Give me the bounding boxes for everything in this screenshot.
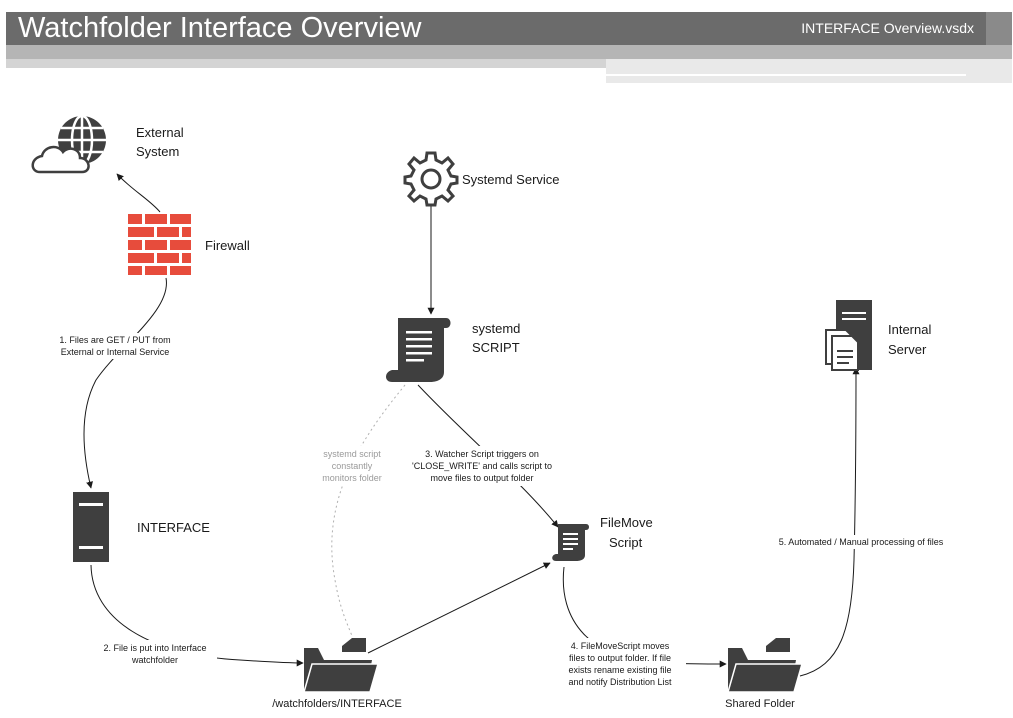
header-sub-band-lighter (606, 59, 1012, 83)
systemd-script-label-line2: SCRIPT (472, 340, 520, 355)
step2-line1: 2. File is put into Interface (103, 643, 206, 653)
firewall-label: Firewall (205, 238, 250, 253)
connector-script-monitors-watchfolder (331, 384, 406, 637)
header-accent-strip (986, 12, 1012, 45)
server-tower-icon (73, 492, 109, 562)
interface-label: INTERFACE (137, 520, 210, 535)
filemove-script-label-line2: Script (609, 535, 643, 550)
monitor-label: systemd script constantly monitors folde… (314, 446, 390, 486)
connector-firewall-to-interface (83, 277, 167, 489)
header-sub-band (6, 45, 1012, 59)
step4-line2: files to output folder. If file (569, 653, 671, 663)
connector-watchfolder-to-filemove (367, 562, 551, 654)
monitor-line2: constantly (332, 461, 373, 471)
connector-shared-to-internal (799, 367, 860, 677)
header-band (6, 12, 1012, 45)
external-system-label-line1: External (136, 125, 184, 140)
step1-label: 1. Files are GET / PUT from External or … (52, 333, 180, 359)
header-rule (606, 74, 966, 76)
filemove-script-label-line1: FileMove (600, 515, 653, 530)
external-system-label-line2: System (136, 144, 179, 159)
watchfolder-label: /watchfolders/INTERFACE (272, 698, 402, 710)
shared-folder-label: Shared Folder (725, 698, 795, 710)
connector-firewall-to-external (116, 173, 161, 213)
brick-firewall-icon (128, 214, 191, 275)
scroll-icon (386, 318, 451, 382)
step1-line2: External or Internal Service (61, 347, 170, 357)
step2-label: 2. File is put into Interface watchfolde… (95, 640, 217, 666)
monitor-line1: systemd script (323, 449, 381, 459)
page-title: Watchfolder Interface Overview (18, 12, 422, 44)
step4-line4: and notify Distribution List (568, 677, 672, 687)
file-name: INTERFACE Overview.vsdx (801, 20, 974, 36)
folder-icon (303, 638, 379, 693)
step1-line1: 1. Files are GET / PUT from (59, 335, 170, 345)
scroll-icon (552, 524, 589, 561)
internal-server-label-line1: Internal (888, 322, 931, 337)
monitor-line3: monitors folder (322, 473, 382, 483)
folder-icon (727, 638, 803, 693)
step4-line3: exists rename existing file (568, 665, 671, 675)
step3-label: 3. Watcher Script triggers on 'CLOSE_WRI… (404, 446, 562, 486)
systemd-script-label-line1: systemd (472, 321, 520, 336)
step3-line1: 3. Watcher Script triggers on (425, 449, 539, 459)
server-documents-icon (825, 300, 872, 371)
step4-label: 4. FileMoveScript moves files to output … (556, 638, 686, 690)
globe-cloud-icon (31, 114, 106, 174)
gear-icon (403, 151, 459, 207)
step3-line2: 'CLOSE_WRITE' and calls script to (412, 461, 552, 471)
step5-text: 5. Automated / Manual processing of file… (779, 537, 944, 547)
step3-line3: move files to output folder (430, 473, 533, 483)
header-sub-band-light (6, 59, 606, 68)
internal-server-label-line2: Server (888, 342, 927, 357)
step4-line1: 4. FileMoveScript moves (571, 641, 670, 651)
step2-line2: watchfolder (131, 655, 178, 665)
systemd-service-label: Systemd Service (462, 172, 560, 187)
step5-label: 5. Automated / Manual processing of file… (768, 535, 954, 549)
